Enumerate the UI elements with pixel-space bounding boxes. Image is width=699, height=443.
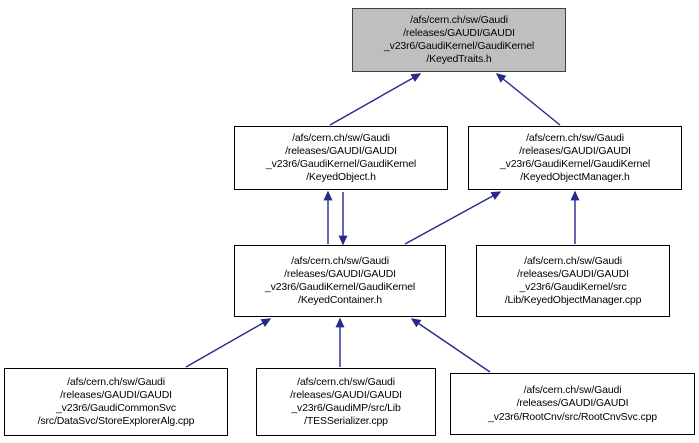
node-keyedobjectmanager-cpp[interactable]: /afs/cern.ch/sw/Gaudi /releases/GAUDI/GA… [476, 245, 670, 317]
node-keyedcontainer-h[interactable]: /afs/cern.ch/sw/Gaudi /releases/GAUDI/GA… [234, 245, 446, 317]
node-label: /afs/cern.ch/sw/Gaudi /releases/GAUDI/GA… [499, 131, 651, 184]
node-label: /afs/cern.ch/sw/Gaudi /releases/GAUDI/GA… [290, 375, 402, 428]
node-keyedtraits-h[interactable]: /afs/cern.ch/sw/Gaudi /releases/GAUDI/GA… [352, 8, 566, 72]
node-label: /afs/cern.ch/sw/Gaudi /releases/GAUDI/GA… [265, 131, 417, 184]
edge-keyedcontainer-to-keyedobjectmanager_h [404, 191, 502, 245]
node-storeexploreralg-cpp[interactable]: /afs/cern.ch/sw/Gaudi /releases/GAUDI/GA… [4, 368, 228, 436]
node-keyedobject-h[interactable]: /afs/cern.ch/sw/Gaudi /releases/GAUDI/GA… [234, 126, 448, 190]
node-label: /afs/cern.ch/sw/Gaudi /releases/GAUDI/GA… [37, 375, 195, 428]
edge-storeexploreralg-to-keyedcontainer [185, 318, 272, 368]
node-label: /afs/cern.ch/sw/Gaudi /releases/GAUDI/GA… [264, 254, 416, 307]
node-keyedobjectmanager-h[interactable]: /afs/cern.ch/sw/Gaudi /releases/GAUDI/GA… [468, 126, 682, 190]
node-label: /afs/cern.ch/sw/Gaudi /releases/GAUDI/GA… [488, 384, 657, 423]
edge-keyedobjectmanager_h-to-keyedtraits [495, 73, 561, 126]
node-tesserializer-cpp[interactable]: /afs/cern.ch/sw/Gaudi /releases/GAUDI/GA… [256, 368, 436, 436]
edge-keyedobject-to-keyedtraits [329, 73, 422, 126]
node-label: /afs/cern.ch/sw/Gaudi /releases/GAUDI/GA… [383, 13, 535, 66]
edges-group [185, 73, 580, 373]
node-label: /afs/cern.ch/sw/Gaudi /releases/GAUDI/GA… [504, 254, 642, 307]
node-rootcnvsvc-cpp[interactable]: /afs/cern.ch/sw/Gaudi /releases/GAUDI/GA… [450, 373, 695, 435]
edge-rootcnvsvc-to-keyedcontainer [410, 318, 491, 373]
